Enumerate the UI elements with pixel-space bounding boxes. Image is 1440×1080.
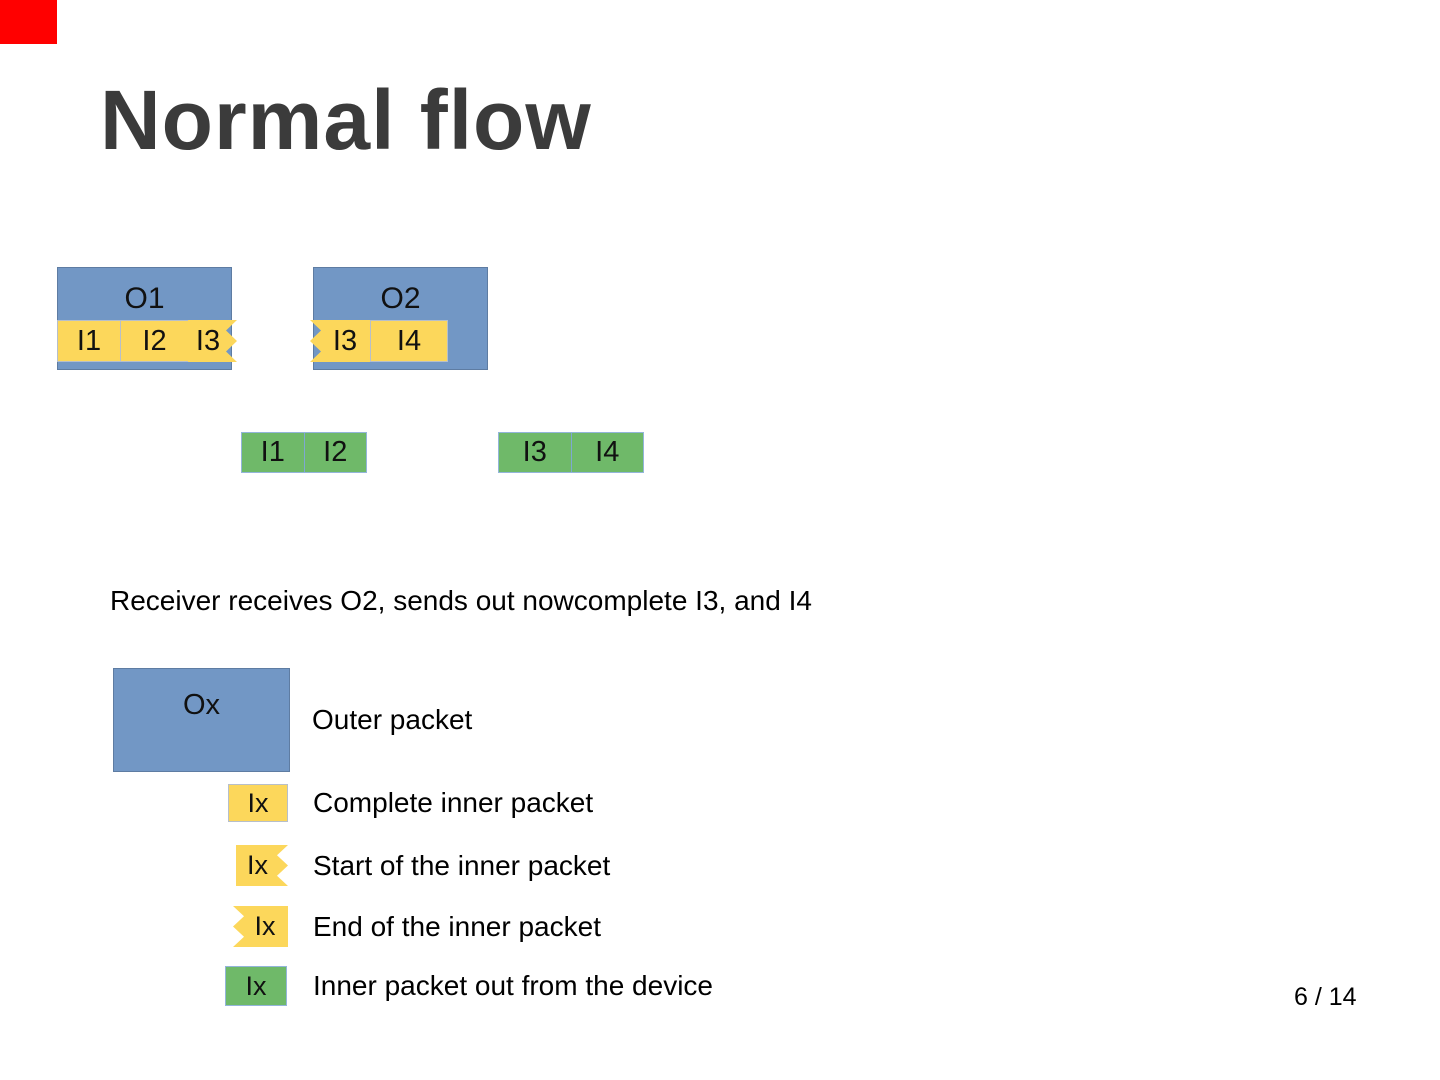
legend-out-description: Inner packet out from the device [313,970,713,1001]
inner-segment-O2-I3-end: I3 [310,320,371,362]
emitted-packet-group-1: I1 I2 [241,432,367,473]
legend-row-outer: Ox Outer packet [113,668,472,772]
legend-row-complete: Ix Complete inner packet [228,784,593,822]
emitted-packet-group-2: I3 I4 [498,432,644,473]
legend-end-swatch: Ix [233,906,288,947]
legend-outer-description: Outer packet [312,704,473,735]
slide-title: Normal flow [100,73,592,167]
legend-start-swatch: Ix [236,845,288,886]
inner-segment-O1-I2: I2 [120,320,189,362]
outer-packet-O2-label: O2 [380,282,421,315]
legend-complete-swatch: Ix [228,784,288,822]
legend-out-swatch: Ix [225,966,287,1006]
legend-outer-swatch-label: Ox [182,689,221,721]
page-indicator: 6 / 14 [1294,983,1357,1011]
inner-segment-O1-I3-start: I3 [188,320,237,362]
legend-start-description: Start of the inner packet [313,849,611,881]
emitted-cell-I2: I2 [303,433,367,472]
legend-end-description: End of the inner packet [313,910,601,942]
legend-row-out: Ix Inner packet out from the device [225,966,713,1006]
emitted-cell-I1: I1 [260,436,285,468]
legend-outer-swatch: Ox [113,668,290,772]
emitted-cell-I4: I4 [570,433,644,472]
outer-packet-O1-label: O1 [124,282,165,315]
legend-row-start: Ix Start of the inner packet [236,845,610,886]
slide-caption: Receiver receives O2, sends out nowcompl… [110,585,812,616]
inner-segment-O1-I1: I1 [57,320,121,362]
inner-segment-O2-I4: I4 [370,320,448,362]
red-corner-marker [0,0,57,44]
legend-complete-description: Complete inner packet [313,787,594,818]
emitted-cell-I3: I3 [522,436,547,468]
legend-row-end: Ix End of the inner packet [233,906,601,947]
